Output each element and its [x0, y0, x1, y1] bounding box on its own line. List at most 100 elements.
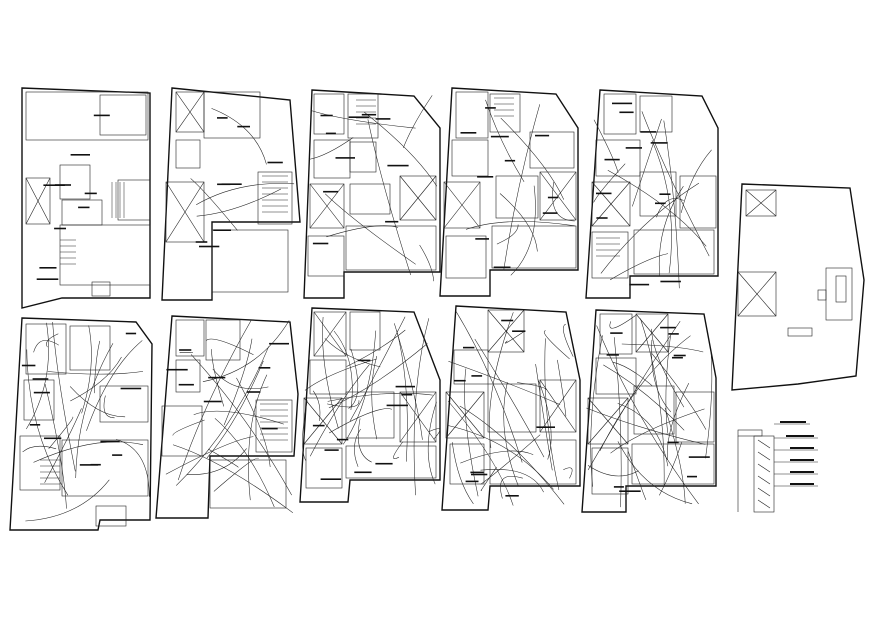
room-label: [324, 449, 339, 451]
room-label: [29, 424, 41, 426]
wire-run: [593, 119, 619, 173]
wire-run: [617, 403, 669, 467]
wire-run: [394, 323, 423, 440]
wire-run: [349, 316, 406, 422]
wire-run: [504, 330, 526, 344]
room-label: [221, 183, 242, 185]
wire-run: [75, 343, 114, 479]
room-label: [375, 462, 393, 465]
room-label: [490, 135, 509, 138]
room-label: [659, 193, 671, 195]
wire-run: [496, 224, 519, 245]
room-label: [357, 359, 371, 362]
wire-run: [327, 392, 433, 402]
wire-run: [627, 451, 647, 501]
wire-run: [357, 418, 372, 463]
room-label: [687, 475, 697, 478]
wire-run: [640, 318, 665, 486]
room-label: [32, 378, 49, 380]
room-label: [100, 440, 120, 443]
room-label: [166, 368, 188, 371]
room-label: [261, 427, 278, 430]
room-label: [395, 385, 415, 388]
room-label: [208, 376, 226, 379]
room-label: [401, 393, 413, 396]
room-label: [217, 183, 231, 186]
wire-run: [499, 193, 538, 252]
room-label: [336, 438, 349, 441]
wire-run: [552, 182, 575, 222]
wire-run: [165, 436, 254, 475]
floor-plan-8: [299, 307, 441, 503]
room-label: [375, 118, 391, 120]
wire-run: [403, 95, 433, 149]
wire-run: [586, 407, 706, 445]
room-label: [535, 134, 550, 137]
wire-run: [202, 320, 290, 382]
room-label: [178, 383, 194, 386]
room-label: [463, 346, 475, 349]
wire-run: [86, 340, 143, 431]
room-label: [33, 391, 50, 394]
room-label: [625, 147, 642, 149]
wire-run: [44, 408, 82, 483]
room-label: [267, 161, 283, 164]
wire-run: [667, 382, 690, 460]
floor-plan-7: [155, 315, 299, 519]
wire-run: [116, 439, 150, 497]
wire-run: [610, 408, 705, 454]
wire-run: [172, 444, 294, 514]
wire-run: [206, 338, 254, 355]
wire-run: [190, 354, 292, 496]
wire-run: [213, 457, 259, 492]
wire-run: [348, 348, 359, 409]
room-label: [195, 241, 208, 243]
wire-run: [309, 137, 354, 160]
wire-run: [310, 110, 416, 129]
room-label: [335, 157, 355, 159]
wire-run: [612, 361, 653, 387]
wire-run: [206, 360, 264, 459]
room-label: [504, 159, 516, 162]
wire-run: [196, 188, 282, 217]
room-label: [470, 471, 484, 474]
wire-run: [33, 340, 59, 353]
wire-run: [705, 351, 713, 459]
room-label: [668, 333, 679, 335]
room-label: [613, 486, 624, 488]
wire-run: [413, 318, 430, 496]
wire-run: [587, 465, 639, 477]
room-label: [542, 212, 558, 214]
wire-run: [69, 386, 126, 418]
wire-run: [665, 335, 671, 433]
wire-run: [609, 253, 669, 281]
wire-run: [480, 434, 541, 485]
wire-run: [510, 185, 536, 276]
wire-run: [500, 475, 523, 499]
room-label: [93, 114, 110, 117]
wire-run: [354, 428, 361, 467]
wire-run: [465, 221, 575, 230]
room-label: [217, 117, 228, 119]
wire-run: [302, 400, 308, 461]
room-label: [596, 192, 612, 195]
room-label: [660, 280, 681, 283]
wire-run: [312, 390, 321, 421]
room-label: [655, 202, 666, 205]
room-label: [629, 283, 650, 286]
room-label: [90, 463, 101, 466]
wire-run: [664, 408, 686, 504]
room-label: [125, 332, 137, 335]
wire-run: [196, 183, 295, 205]
room-label: [354, 471, 372, 474]
wire-run: [371, 356, 378, 440]
wire-run: [480, 467, 497, 491]
room-label: [361, 113, 377, 116]
wire-run: [211, 108, 267, 165]
wire-run: [309, 364, 370, 457]
room-label: [536, 426, 555, 428]
wire-run: [460, 450, 534, 464]
wire-run: [651, 328, 685, 408]
room-label: [471, 473, 488, 476]
